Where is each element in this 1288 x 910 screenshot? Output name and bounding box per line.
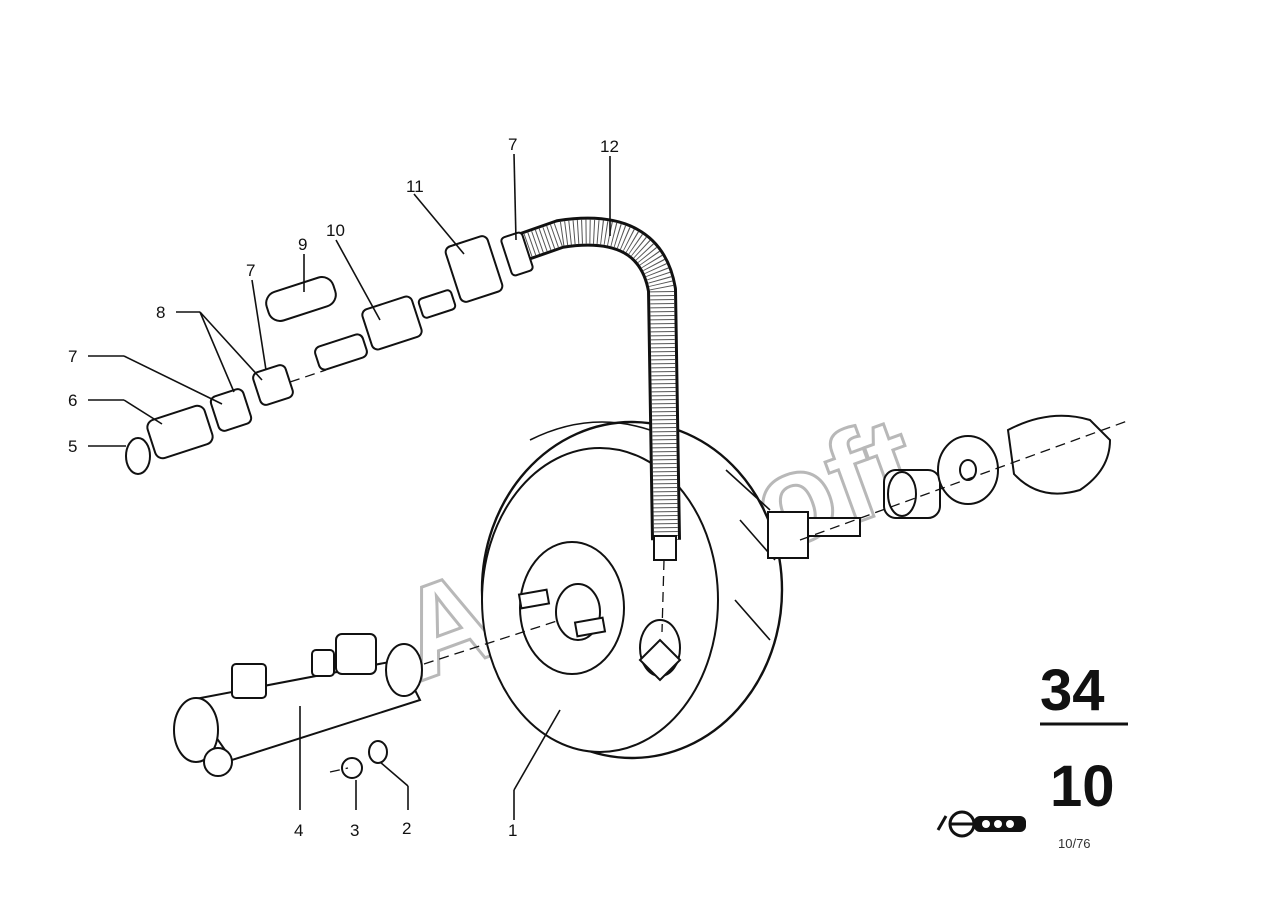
brand-logo-icon [936, 810, 1026, 838]
callout-labels: 1 2 3 4 5 6 7 7 7 8 9 10 11 12 [68, 135, 619, 840]
callout-7-left: 7 [68, 347, 77, 366]
callout-4: 4 [294, 821, 303, 840]
group-number-bottom: 10 [1050, 754, 1115, 819]
callout-6: 6 [68, 391, 77, 410]
connector-chain [125, 231, 534, 475]
brake-booster [480, 420, 784, 760]
callout-8: 8 [156, 303, 165, 322]
callout-1: 1 [508, 821, 517, 840]
callout-11: 11 [406, 177, 424, 196]
master-cylinder [173, 619, 561, 779]
callout-5: 5 [68, 437, 77, 456]
callout-7-middle: 7 [246, 261, 255, 280]
callout-7-top: 7 [508, 135, 517, 154]
callout-9: 9 [298, 235, 307, 254]
leader-lines [88, 153, 611, 820]
vacuum-hose [515, 216, 681, 633]
group-number-top: 34 [1040, 658, 1105, 723]
drawing-date: 10/76 [1058, 836, 1091, 851]
group-number: 34 10 10/76 [1040, 658, 1128, 851]
push-rod-assembly [767, 414, 1131, 559]
callout-2: 2 [402, 819, 411, 838]
callout-3: 3 [350, 821, 359, 840]
callout-12: 12 [600, 137, 619, 156]
callout-10: 10 [326, 221, 345, 240]
